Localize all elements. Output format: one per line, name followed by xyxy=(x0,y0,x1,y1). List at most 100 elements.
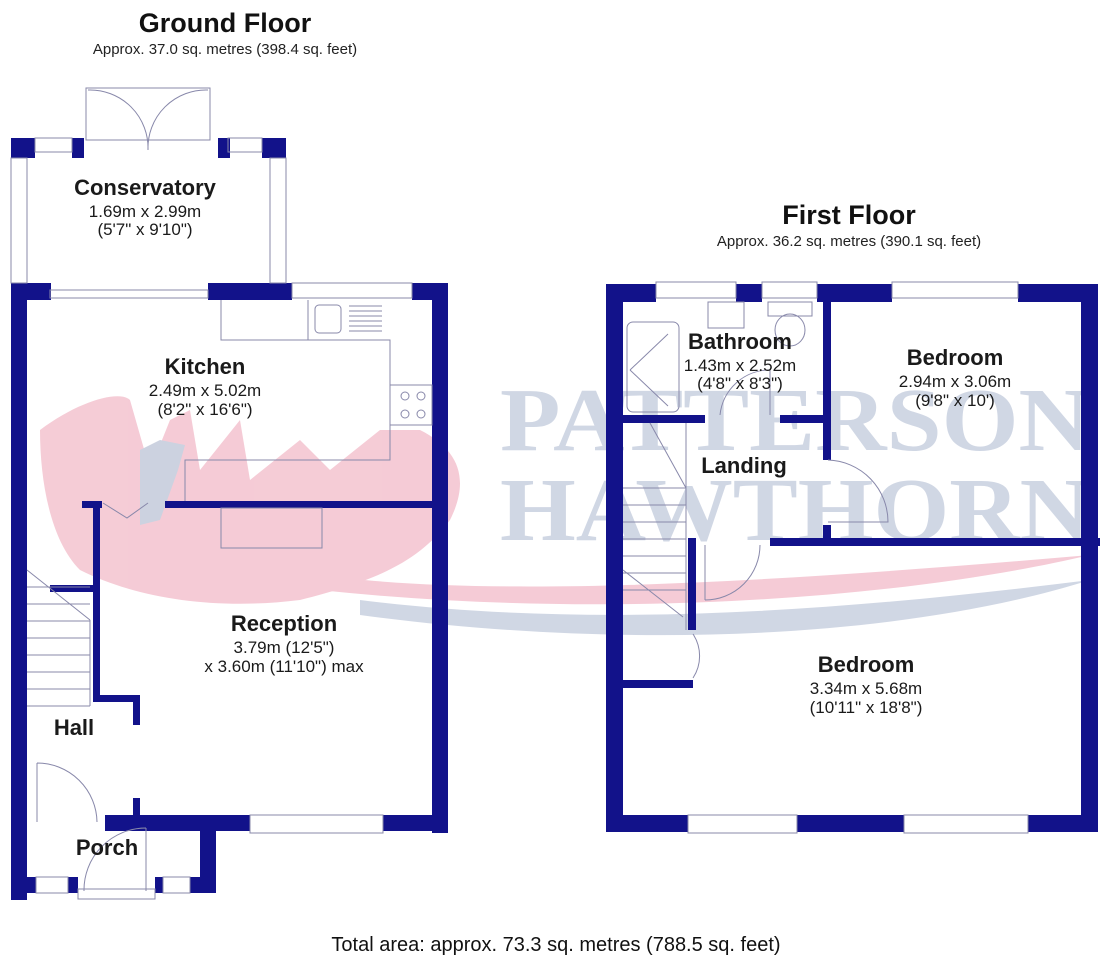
conservatory-window-top-left xyxy=(34,137,73,153)
wall xyxy=(823,525,831,545)
bathroom-window xyxy=(655,281,737,299)
room-dimensions-imperial: (10'11" x 18'8") xyxy=(809,698,923,717)
hall-door xyxy=(36,762,98,823)
wall xyxy=(133,798,140,818)
room-dimensions-metric: 2.49m x 5.02m xyxy=(148,381,262,400)
wall xyxy=(736,284,762,302)
wall xyxy=(432,283,448,833)
bathroom-window-small xyxy=(761,281,818,299)
bathroom-basin-icon xyxy=(707,301,745,329)
room-porch: Porch xyxy=(75,835,139,860)
first-floor-title: First Floor xyxy=(782,200,916,230)
kitchen-window xyxy=(291,282,413,299)
first-floor-area: Approx. 36.2 sq. metres (390.1 sq. feet) xyxy=(716,233,982,250)
wall xyxy=(823,295,831,460)
porch-window-left xyxy=(35,876,69,894)
wall xyxy=(93,501,100,701)
reception-window xyxy=(249,814,384,834)
conservatory-window-top-right xyxy=(227,137,263,153)
wall xyxy=(208,283,292,300)
room-dimensions-imperial: x 3.60m (11'10") max xyxy=(204,657,364,676)
kitchen-hob-icon xyxy=(389,384,433,426)
room-hall: Hall xyxy=(53,715,95,740)
wall xyxy=(68,877,78,893)
bathroom-toilet-cistern xyxy=(767,301,813,317)
room-dimensions-imperial: (4'8" x 8'3") xyxy=(697,374,783,393)
wall xyxy=(105,815,250,831)
room-name: Bedroom xyxy=(906,345,1004,370)
room-dimensions-metric: 1.69m x 2.99m xyxy=(88,202,202,221)
room-name: Reception xyxy=(230,611,338,636)
wall xyxy=(11,877,36,893)
porch-window-right xyxy=(162,876,191,894)
first-floor-fixtures xyxy=(622,281,1029,834)
wall xyxy=(606,815,688,832)
first-floor-walls xyxy=(606,284,1100,832)
wall xyxy=(797,815,904,832)
wall xyxy=(218,138,230,158)
cupboard-door xyxy=(692,633,701,679)
wall xyxy=(190,877,216,893)
watermark-bird-wing xyxy=(40,396,460,604)
bedroom-large-window-left xyxy=(687,814,798,834)
wall xyxy=(200,815,216,893)
room-name: Bedroom xyxy=(817,652,915,677)
porch-threshold xyxy=(77,888,156,900)
conservatory-french-door-left xyxy=(87,89,149,151)
conservatory-side-window-left xyxy=(10,157,28,284)
room-name: Kitchen xyxy=(164,354,246,379)
ground-floor-area: Approx. 37.0 sq. metres (398.4 sq. feet) xyxy=(92,41,358,58)
wall xyxy=(1081,284,1098,832)
ground-floor-title: Ground Floor xyxy=(138,8,312,38)
wall xyxy=(262,138,286,158)
porch-door xyxy=(83,827,147,892)
ground-floor-stairs xyxy=(26,569,91,707)
wall xyxy=(93,695,140,702)
wall xyxy=(50,585,95,592)
wall xyxy=(688,538,696,630)
bedroom-large-door xyxy=(704,544,761,601)
wall xyxy=(383,815,448,831)
reception-fireplace xyxy=(220,507,323,549)
wall xyxy=(133,695,140,725)
total-area: Total area: approx. 73.3 sq. metres (788… xyxy=(331,934,781,956)
conservatory-french-door-right xyxy=(147,89,209,151)
bedroom-small-window xyxy=(891,281,1019,299)
room-dimensions-metric: 3.79m (12'5") xyxy=(233,638,335,657)
wall xyxy=(165,501,435,508)
kitchen-window-conservatory xyxy=(49,289,209,299)
wall xyxy=(620,680,693,688)
ground-floor-walls xyxy=(11,138,448,900)
watermark-swoosh-blue xyxy=(360,580,1090,636)
wall xyxy=(620,415,705,423)
wall xyxy=(82,501,102,508)
kitchen-sink-icon xyxy=(314,304,342,334)
wall xyxy=(1028,815,1098,832)
room-dimensions-metric: 2.94m x 3.06m xyxy=(898,372,1012,391)
wall xyxy=(11,283,27,900)
kitchen-bifold-door xyxy=(102,502,149,519)
room-name: Bathroom xyxy=(688,329,792,354)
room-dimensions-metric: 1.43m x 2.52m xyxy=(683,356,797,375)
bathroom-shower-tray xyxy=(626,321,680,413)
bedroom-large-window-right xyxy=(903,814,1029,834)
room-dimensions-imperial: (5'7" x 9'10") xyxy=(97,220,193,239)
room-dimensions-imperial: (9'8" x 10') xyxy=(915,391,995,410)
wall xyxy=(155,877,163,893)
conservatory-door-frame xyxy=(85,87,211,141)
room-landing: Landing xyxy=(701,453,787,478)
wall xyxy=(780,415,825,423)
wall xyxy=(606,284,623,832)
first-floor-stairs xyxy=(622,422,687,630)
wall xyxy=(770,538,1100,546)
kitchen-drainer-icon xyxy=(349,305,382,332)
watermark-swoosh-red xyxy=(320,555,1090,605)
wall xyxy=(817,284,892,302)
room-dimensions-metric: 3.34m x 5.68m xyxy=(809,679,923,698)
watermark-bird-head xyxy=(140,440,185,525)
conservatory-side-window-right xyxy=(269,157,287,284)
bedroom-small-door xyxy=(827,459,889,523)
bathroom-door xyxy=(719,369,771,416)
wall xyxy=(1018,284,1098,302)
